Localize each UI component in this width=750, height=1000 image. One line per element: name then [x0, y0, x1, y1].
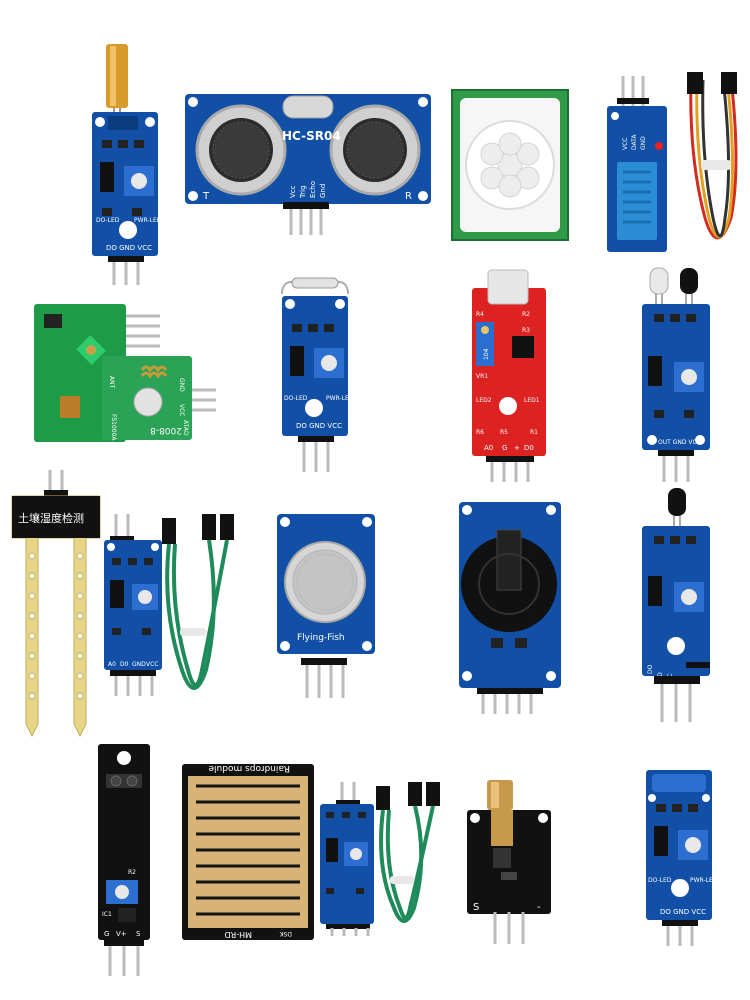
sound-pin-plus: + — [514, 444, 520, 452]
sound-vr1: VR1 — [476, 373, 488, 380]
sound-r5: R5 — [500, 429, 508, 436]
tracker-ic1: IC1 — [102, 911, 112, 918]
pir-motion-sensor — [450, 88, 570, 243]
flame-sensor: DO GND VCC — [640, 486, 720, 726]
tilt-switch-sensor: DO-LED PWR-LED DO GND VCC — [88, 40, 168, 290]
sound-pin-g: G — [502, 444, 507, 452]
ultrasonic-sensor: HC-SR04 T R Vcc Trig Echo Gnd — [183, 92, 433, 237]
soil-pin-gnd: GND — [132, 661, 146, 668]
sound-led1: LED1 — [524, 397, 540, 404]
ultrasonic-t: T — [202, 191, 210, 202]
sound-r2: R2 — [522, 311, 530, 318]
vibration-led-a: DO-LED — [648, 877, 672, 884]
flame-pin-do: DO — [647, 664, 654, 674]
dht-pin-gnd: GND — [640, 136, 647, 150]
ultrasonic-pin-vcc: Vcc — [289, 185, 297, 198]
laser-module: S - — [465, 778, 555, 948]
laser-minus: - — [537, 902, 541, 913]
tracker-s: S — [136, 930, 141, 938]
ultrasonic-r: R — [405, 191, 412, 202]
rf-fs: FS1000A — [110, 414, 117, 441]
dht-pin-vcc: VCC — [622, 138, 629, 150]
soil-moisture-comparator: A0 D0 GND VCC — [102, 510, 242, 710]
rtc-clock-module — [457, 500, 567, 718]
reed-pin-label: DO GND VCC — [296, 422, 342, 430]
rf-gnd: GND — [178, 378, 185, 392]
ir-pin-label: OUT GND VCC — [658, 439, 701, 446]
rf-433-transmitter-receiver: 2008-8 FS1000A GND VCC ATAD ANT — [30, 300, 220, 450]
reed-led-b: PWR-LED — [326, 395, 354, 402]
rain-footer: MH-RD — [224, 930, 252, 939]
rf-module-label: 2008-8 — [150, 425, 182, 435]
ultrasonic-pin-echo: Echo — [309, 181, 317, 198]
soil-pin-vcc: VCC — [146, 661, 158, 668]
sound-r4: R4 — [476, 311, 484, 318]
rf-vcc: VCC — [178, 404, 185, 416]
rain-title: Raindrops module — [208, 763, 290, 773]
tracker-v: V+ — [116, 930, 127, 938]
soil-pin-d0: D0 — [120, 661, 129, 668]
sound-r1: R1 — [530, 429, 538, 436]
sound-r6: R6 — [476, 429, 484, 436]
raindrops-plate: Raindrops module MH-RD DSK — [180, 762, 318, 944]
gas-brand: Flying-Fish — [297, 633, 345, 643]
vibration-led-b: PWR-LED — [690, 877, 718, 884]
line-tracking-sensor: R2 IC1 G V+ S — [96, 742, 156, 982]
ultrasonic-model: HC-SR04 — [282, 129, 341, 143]
tilt-led-b: PWR-LED — [134, 217, 162, 224]
soil-moisture-probe: 土壤湿度检测 — [8, 466, 108, 746]
rf-atad: ATAD — [182, 420, 189, 436]
tilt-led-a: DO-LED — [96, 217, 120, 224]
tracker-g: G — [104, 930, 109, 938]
rf-ant: ANT — [108, 376, 115, 389]
sound-led2: LED2 — [476, 397, 492, 404]
ultrasonic-pin-gnd: Gnd — [319, 184, 327, 198]
sound-pot-code: 104 — [483, 348, 490, 360]
sound-pin-d: D0 — [524, 444, 534, 452]
reed-switch-sensor: DO-LED PWR-LED DO GND VCC — [278, 276, 358, 476]
raindrops-comparator — [318, 778, 448, 938]
sound-r3: R3 — [522, 327, 530, 334]
reed-led-a: DO-LED — [284, 395, 308, 402]
soil-pin-a0: A0 — [108, 661, 116, 668]
dht-pin-data: DATA — [631, 134, 638, 150]
soil-chinese-label: 土壤湿度检测 — [18, 511, 84, 525]
laser-s: S — [473, 902, 479, 913]
tilt-pin-label: DO GND VCC — [106, 244, 152, 252]
ir-obstacle-sensor: OUT GND VCC — [640, 266, 720, 486]
sound-sensor: R4 R2 VR1 104 R3 LED2 LED1 R6 R5 R1 A0 G… — [470, 266, 550, 486]
tracker-r2: R2 — [128, 869, 136, 876]
vibration-sensor: DO-LED PWR-LED DO GND VCC — [642, 768, 722, 948]
sound-pin-a: A0 — [484, 444, 493, 452]
gas-sensor: Flying-Fish — [275, 512, 385, 702]
rain-dsk: DSK — [279, 930, 292, 937]
ultrasonic-pin-trig: Trig — [299, 185, 307, 199]
temperature-humidity-sensor: VCC DATA GND — [605, 68, 745, 268]
vibration-pin-label: DO GND VCC — [660, 908, 706, 916]
